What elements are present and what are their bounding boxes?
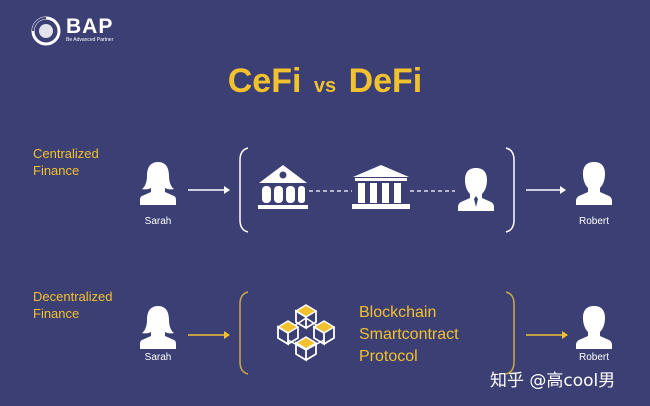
arrow-icon [188, 331, 230, 339]
bap-logo-icon [31, 16, 61, 46]
arrow-icon [526, 331, 568, 339]
sarah-avatar-icon [140, 306, 176, 349]
blockchain-icon [277, 304, 335, 361]
title-cefi: CeFi [227, 62, 302, 100]
sender-name: Sarah [144, 216, 172, 227]
watermark: 知乎 @高cool男 [490, 371, 616, 391]
receiver-name: Robert [578, 216, 609, 227]
page-title: CeFi vs DeFi [0, 62, 650, 101]
decentralized-finance-label: Decentralized Finance [33, 288, 113, 322]
government-building-icon [352, 165, 410, 209]
left-bracket [239, 291, 249, 375]
protocol-line: Blockchain [359, 304, 437, 321]
protocol-text: Blockchain Smartcontract Protocol [359, 302, 459, 368]
arrow-icon [526, 186, 566, 194]
label-line: Finance [33, 163, 80, 178]
label-line: Centralized [33, 146, 99, 161]
right-bracket [505, 291, 515, 375]
title-vs: vs [313, 75, 337, 97]
banker-icon [458, 168, 494, 211]
logo-name: BAP [66, 15, 114, 38]
protocol-line: Protocol [359, 348, 418, 365]
protocol-line: Smartcontract [359, 326, 459, 343]
centralized-finance-label: Centralized Finance [33, 145, 99, 179]
right-bracket [505, 147, 515, 233]
robert-avatar-icon [576, 306, 612, 349]
robert-avatar-icon [576, 162, 612, 205]
logo-tagline: Be Advanced Partner [66, 37, 114, 43]
sarah-avatar-icon [140, 162, 176, 205]
arrow-icon [188, 186, 230, 194]
left-bracket [239, 147, 249, 233]
bank-icon [258, 165, 308, 209]
receiver-name: Robert [578, 352, 609, 363]
label-line: Finance [33, 306, 80, 321]
label-line: Decentralized [33, 289, 113, 304]
sender-name: Sarah [144, 352, 172, 363]
title-defi: DeFi [348, 62, 423, 100]
